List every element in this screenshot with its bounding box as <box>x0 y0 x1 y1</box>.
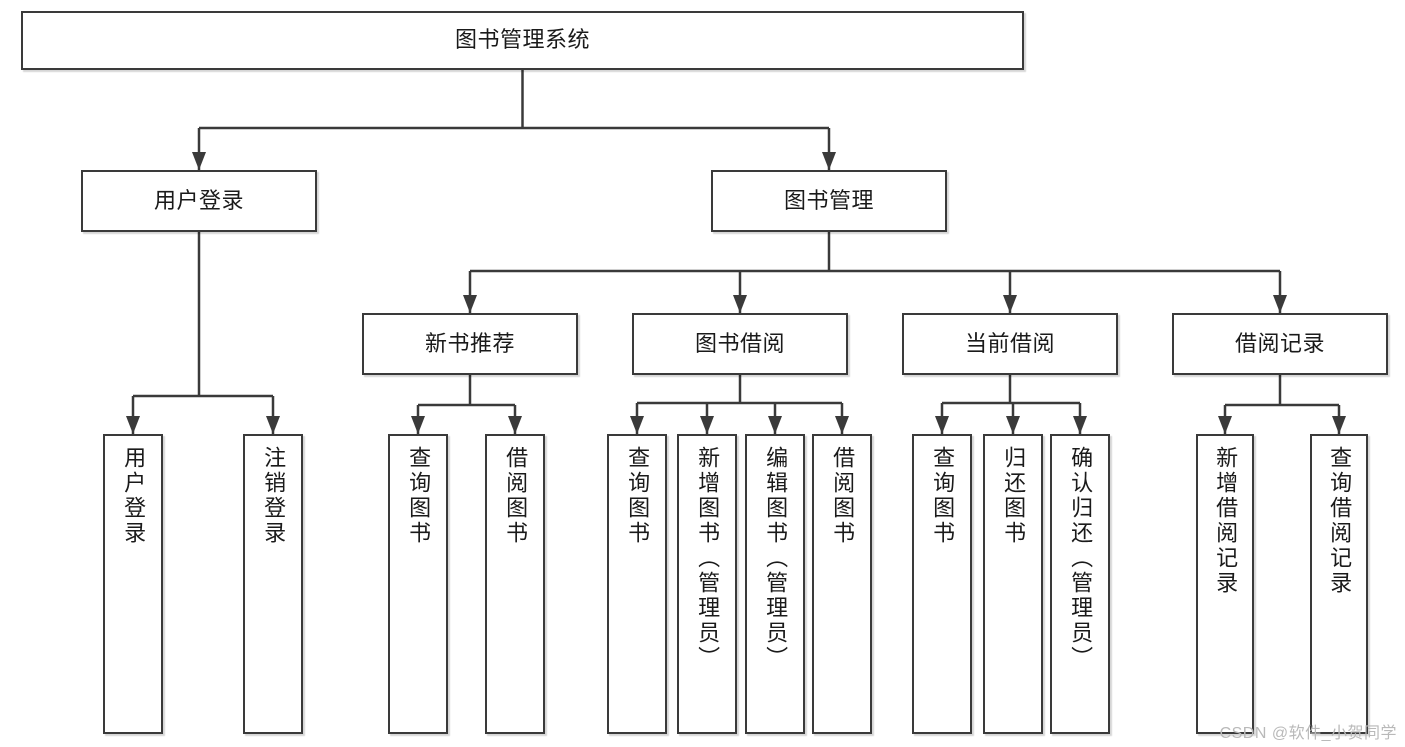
node-label-l-queryrec: 查询借阅记录 <box>1327 446 1353 596</box>
node-label-l-add: 新增图书（管理员） <box>695 446 721 671</box>
node-label-l-borrow1: 借阅图书 <box>503 446 529 546</box>
arrowhead-l-query2 <box>630 416 644 434</box>
node-label-l-query2: 查询图书 <box>625 446 651 546</box>
node-label-l-borrow2: 借阅图书 <box>830 446 856 546</box>
node-l-addrec[interactable]: 新增借阅记录 <box>1196 434 1254 734</box>
arrowhead-l-logout <box>266 416 280 434</box>
arrowhead-bookmgmt <box>822 152 836 170</box>
arrowhead-l-confirm <box>1073 416 1087 434</box>
node-borrow[interactable]: 图书借阅 <box>632 313 848 375</box>
node-label-l-return: 归还图书 <box>1001 446 1027 546</box>
arrowhead-borrow <box>733 295 747 313</box>
arrowhead-l-borrow2 <box>835 416 849 434</box>
node-label-records: 借阅记录 <box>1234 330 1325 356</box>
arrowhead-current <box>1003 295 1017 313</box>
node-label-login: 用户登录 <box>153 187 244 213</box>
node-label-newbook: 新书推荐 <box>424 330 515 356</box>
node-label-l-confirm: 确认归还（管理员） <box>1068 446 1094 671</box>
node-l-confirm[interactable]: 确认归还（管理员） <box>1050 434 1110 734</box>
watermark: CSDN @软件_小贺同学 <box>1219 725 1397 742</box>
node-l-edit[interactable]: 编辑图书（管理员） <box>745 434 805 734</box>
node-label-root: 图书管理系统 <box>454 27 590 53</box>
arrowhead-login <box>192 152 206 170</box>
node-records[interactable]: 借阅记录 <box>1172 313 1388 375</box>
node-label-bookmgmt: 图书管理 <box>783 187 874 213</box>
node-l-add[interactable]: 新增图书（管理员） <box>677 434 737 734</box>
arrowhead-l-edit <box>768 416 782 434</box>
arrowhead-l-query3 <box>935 416 949 434</box>
node-label-l-addrec: 新增借阅记录 <box>1213 446 1239 596</box>
node-label-l-login: 用户登录 <box>121 446 147 546</box>
node-label-l-query3: 查询图书 <box>930 446 956 546</box>
node-newbook[interactable]: 新书推荐 <box>362 313 578 375</box>
node-label-l-edit: 编辑图书（管理员） <box>763 446 789 671</box>
arrowhead-records <box>1273 295 1287 313</box>
node-current[interactable]: 当前借阅 <box>902 313 1118 375</box>
node-l-borrow2[interactable]: 借阅图书 <box>812 434 872 734</box>
node-l-query3[interactable]: 查询图书 <box>912 434 972 734</box>
arrowhead-l-return <box>1006 416 1020 434</box>
node-l-query1[interactable]: 查询图书 <box>388 434 448 734</box>
arrowhead-l-login <box>126 416 140 434</box>
node-label-borrow: 图书借阅 <box>694 330 785 356</box>
node-login[interactable]: 用户登录 <box>81 170 317 232</box>
node-l-query2[interactable]: 查询图书 <box>607 434 667 734</box>
node-l-logout[interactable]: 注销登录 <box>243 434 303 734</box>
node-label-current: 当前借阅 <box>964 330 1055 356</box>
node-root[interactable]: 图书管理系统 <box>21 11 1024 70</box>
arrowhead-l-queryrec <box>1332 416 1346 434</box>
arrowhead-newbook <box>463 295 477 313</box>
arrowhead-l-add <box>700 416 714 434</box>
node-l-login[interactable]: 用户登录 <box>103 434 163 734</box>
arrowhead-l-query1 <box>411 416 425 434</box>
node-label-l-query1: 查询图书 <box>406 446 432 546</box>
node-l-return[interactable]: 归还图书 <box>983 434 1043 734</box>
arrowhead-l-addrec <box>1218 416 1232 434</box>
node-l-borrow1[interactable]: 借阅图书 <box>485 434 545 734</box>
node-label-l-logout: 注销登录 <box>261 446 287 546</box>
arrowhead-l-borrow1 <box>508 416 522 434</box>
node-bookmgmt[interactable]: 图书管理 <box>711 170 947 232</box>
node-l-queryrec[interactable]: 查询借阅记录 <box>1310 434 1368 734</box>
